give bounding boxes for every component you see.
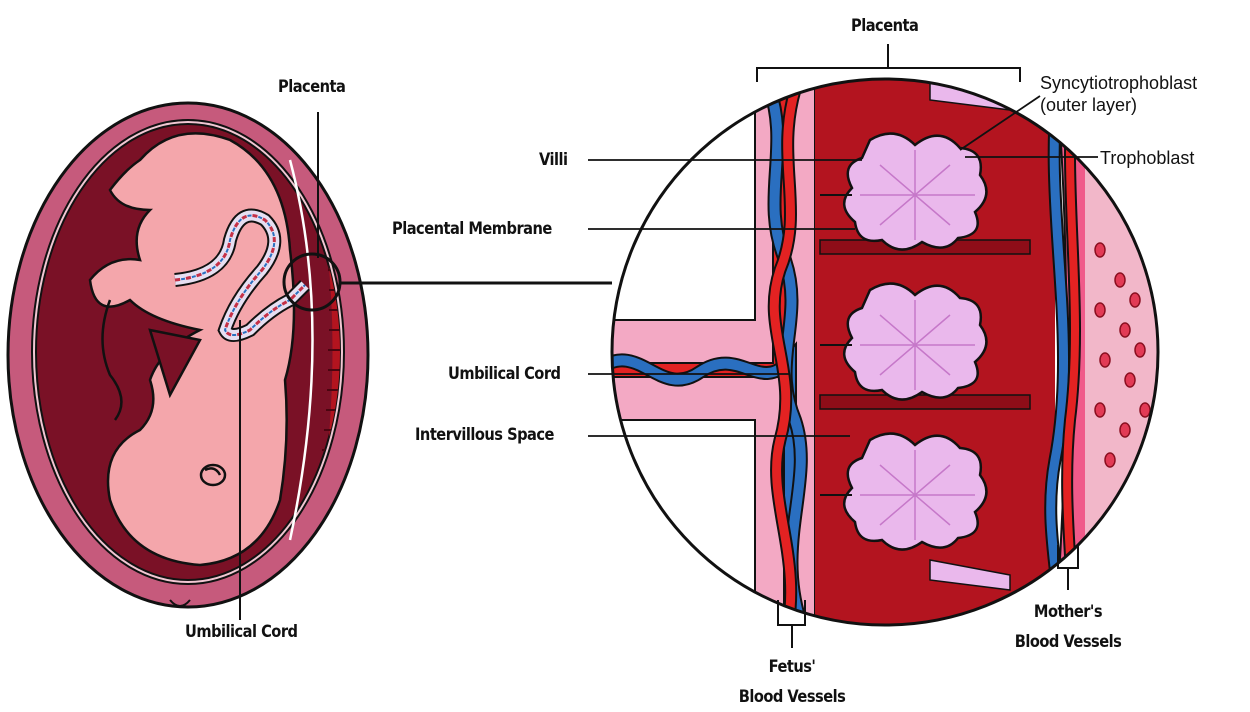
syncytiotrophoblast-line2: (outer layer) [1040,94,1197,116]
label-umbilical-cord-left: Umbilical Cord [185,622,297,642]
label-syncytiotrophoblast: Syncytiotrophoblast (outer layer) [1040,72,1197,116]
mothers-blood-vessels-line2: Blood Vessels [1008,627,1128,657]
label-placenta-left: Placenta [278,77,345,97]
fetus-blood-vessels-line2: Blood Vessels [732,682,852,712]
label-trophoblast: Trophoblast [1100,147,1194,169]
syncytiotrophoblast-line1: Syncytiotrophoblast [1040,72,1197,94]
label-fetus-blood-vessels: Fetus' Blood Vessels [732,652,852,712]
mothers-blood-vessels-line1: Mother's [1008,597,1128,627]
label-placental-membrane: Placental Membrane [392,219,552,239]
label-placenta-top: Placenta [851,16,918,36]
label-villi: Villi [539,150,568,170]
label-mothers-blood-vessels: Mother's Blood Vessels [1008,597,1128,657]
uterus-illustration [8,103,368,607]
fetus-blood-vessels-line1: Fetus' [732,652,852,682]
label-intervillous-space: Intervillous Space [415,425,554,445]
label-umbilical-cord-right: Umbilical Cord [448,364,560,384]
